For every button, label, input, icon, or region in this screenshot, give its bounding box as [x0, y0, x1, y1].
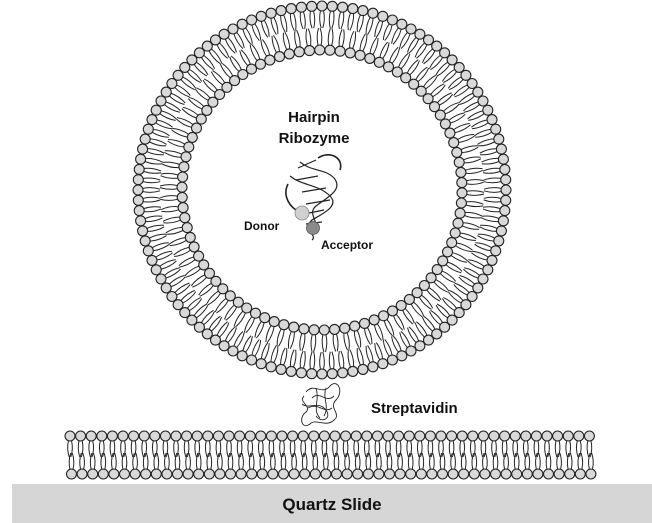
donor-label: Donor — [244, 219, 280, 233]
streptavidin-icon — [302, 384, 340, 426]
donor-dye-icon — [295, 206, 309, 220]
ribozyme-label-line2: Ribozyme — [279, 130, 350, 147]
acceptor-label: Acceptor — [321, 238, 373, 252]
streptavidin-label: Streptavidin — [371, 400, 458, 417]
supported-lipid-bilayer — [65, 431, 596, 479]
acceptor-dye-icon — [307, 222, 320, 235]
slide-label: Quartz Slide — [282, 495, 381, 514]
ribozyme-label-line1: Hairpin — [288, 109, 340, 126]
